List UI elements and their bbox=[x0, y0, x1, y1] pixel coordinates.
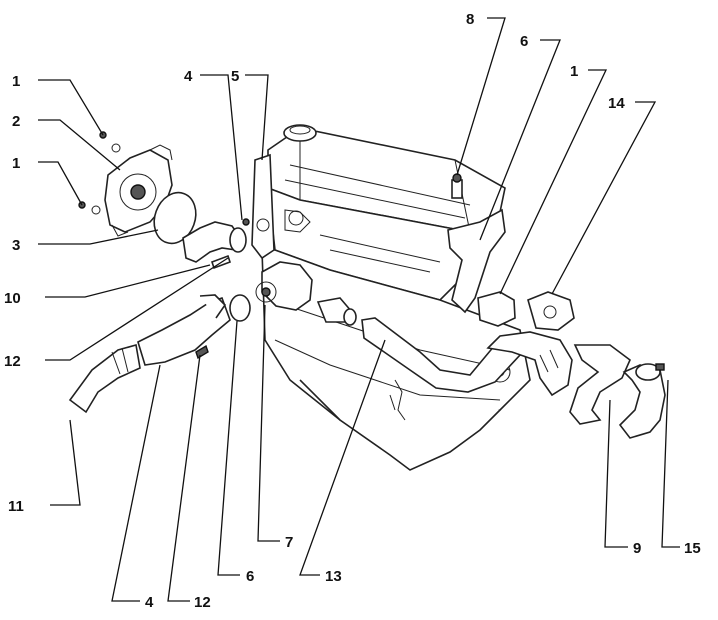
pipe-connector bbox=[316, 297, 357, 326]
elbow-hose bbox=[486, 331, 573, 397]
elbow-pipe bbox=[182, 218, 250, 263]
thermostat-housing bbox=[255, 261, 313, 311]
lower-hose bbox=[569, 344, 666, 439]
callout-12-left: 12 bbox=[4, 353, 21, 370]
callout-6-top: 6 bbox=[520, 33, 528, 50]
callout-10: 10 bbox=[4, 290, 21, 307]
temperature-sender bbox=[451, 173, 463, 199]
callout-6-bottom: 6 bbox=[246, 568, 254, 585]
callout-9: 9 bbox=[633, 540, 641, 557]
callout-11: 11 bbox=[8, 498, 24, 515]
callout-2: 2 bbox=[12, 113, 20, 130]
o-ring-6 bbox=[229, 294, 251, 322]
callout-1-top-right: 1 bbox=[570, 63, 578, 80]
bracket-pipe bbox=[447, 208, 506, 314]
callout-1-mid-left: 1 bbox=[12, 155, 20, 172]
leader-lines bbox=[38, 17, 680, 602]
callout-13: 13 bbox=[325, 568, 342, 585]
callout-5: 5 bbox=[231, 68, 239, 85]
union-fitting bbox=[477, 291, 516, 327]
callout-12-bottom: 12 bbox=[194, 594, 211, 611]
callout-labels: 1 2 1 3 10 12 11 4 5 8 6 1 14 7 13 6 4 1… bbox=[4, 11, 701, 611]
callout-8: 8 bbox=[466, 11, 474, 28]
callout-1-top-left: 1 bbox=[12, 73, 20, 90]
callout-4-top: 4 bbox=[184, 68, 193, 85]
inlet-pipe bbox=[137, 294, 231, 366]
flange-plate bbox=[251, 153, 275, 260]
hose-11 bbox=[68, 343, 141, 414]
fitting-14 bbox=[527, 291, 575, 331]
bolt-12 bbox=[195, 344, 209, 360]
callout-3: 3 bbox=[12, 237, 20, 254]
callout-4-bottom: 4 bbox=[145, 594, 154, 611]
callout-14: 14 bbox=[608, 95, 625, 112]
hose-clamp bbox=[635, 363, 665, 381]
pump-gasket-ring bbox=[153, 191, 197, 245]
callout-15: 15 bbox=[684, 540, 701, 557]
callout-7: 7 bbox=[285, 534, 293, 551]
